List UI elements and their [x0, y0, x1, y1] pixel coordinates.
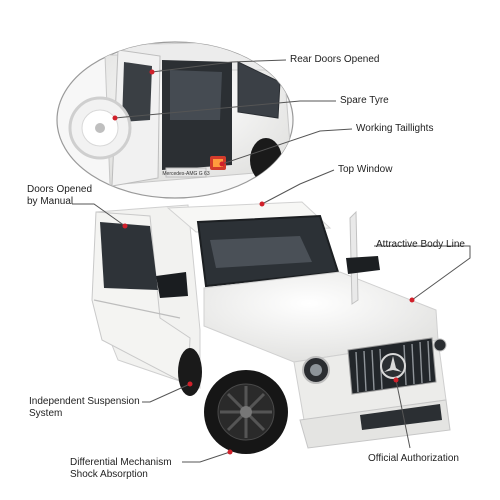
callout-differential: Differential Mechanism Shock Absorption [70, 457, 172, 481]
callout-body-line: Attractive Body Line [376, 239, 465, 250]
callout-suspension: Independent Suspension System [29, 396, 140, 420]
callout-differential-line1: Differential Mechanism [70, 457, 172, 468]
callout-spare-tyre: Spare Tyre [340, 95, 389, 106]
main-vehicle [91, 201, 451, 454]
callout-official: Official Authorization [368, 453, 459, 464]
callout-differential-line2: Shock Absorption [70, 469, 148, 480]
callout-taillights: Working Taillights [356, 123, 434, 134]
callout-leaders [72, 59, 471, 463]
callout-doors-manual-line2: by Manual [27, 196, 74, 207]
callout-top-window: Top Window [338, 164, 393, 175]
callout-doors-manual-line1: Doors Opened [27, 184, 93, 195]
plate-text: Mercedes-AMG G 63 [162, 171, 209, 177]
rear-view-inset: Mercedes-AMG G 63 [56, 41, 294, 199]
callout-rear-doors: Rear Doors Opened [290, 54, 380, 65]
front-wheel [204, 370, 288, 454]
callout-suspension-line2: System [29, 408, 63, 419]
callout-suspension-line1: Independent Suspension [29, 396, 140, 407]
callout-dots [112, 69, 415, 455]
callout-doors-manual: Doors Opened by Manual [27, 184, 92, 208]
